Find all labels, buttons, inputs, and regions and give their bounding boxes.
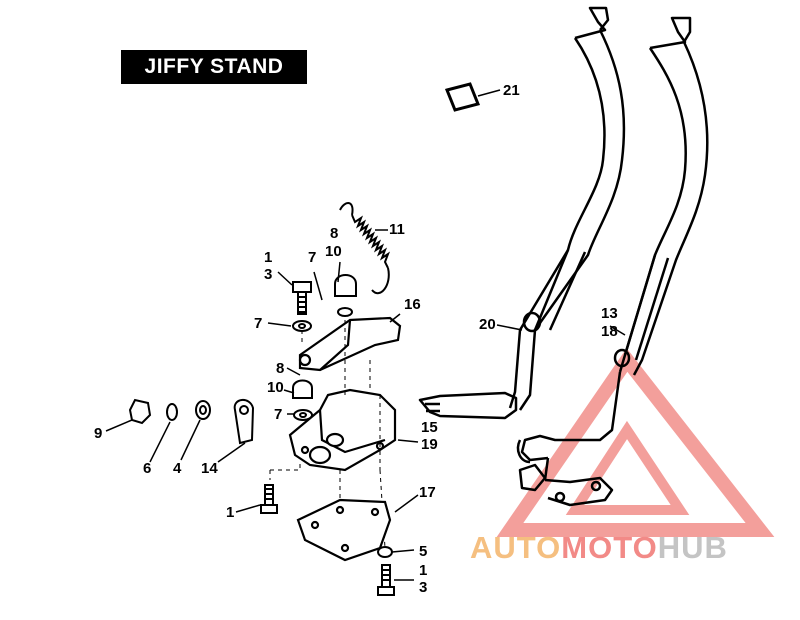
washer-part-4 (195, 400, 211, 420)
label-part-13: 13 (601, 305, 618, 322)
part-labels: 21 11 8 10 1 3 7 7 16 20 13 18 8 10 7 9 … (94, 82, 618, 596)
label-part-7-mid: 7 (274, 406, 282, 423)
label-part-6: 6 (143, 460, 151, 477)
label-part-1-lower: 1 (226, 504, 234, 521)
label-part-10-mid: 10 (267, 379, 284, 396)
label-part-17: 17 (419, 484, 436, 501)
leader-lines (105, 89, 626, 581)
stand-arm-20 (418, 6, 626, 420)
label-part-16: 16 (404, 296, 421, 313)
label-part-8-top: 8 (330, 225, 338, 242)
label-part-8-mid: 8 (276, 360, 284, 377)
plate-part-17 (296, 498, 392, 562)
label-part-19: 19 (421, 436, 438, 453)
spring-part-11 (339, 202, 391, 295)
washer-part-7-upper (292, 320, 312, 332)
lockwasher-part-6 (166, 403, 178, 421)
bolt-part-1-3-top (292, 281, 312, 315)
housing-part-15-19 (288, 388, 397, 472)
acorn-nut-part-8-10-top (334, 274, 357, 317)
label-part-20: 20 (479, 316, 496, 333)
label-part-15: 15 (421, 419, 438, 436)
label-part-11: 11 (389, 221, 405, 238)
washer-part-7-lower (293, 409, 313, 421)
bolt-part-1-3-bottom (377, 564, 395, 596)
nut-part-9 (128, 398, 152, 425)
label-part-21: 21 (503, 82, 520, 99)
label-part-3-top: 3 (264, 266, 272, 283)
bolt-part-1-lower (260, 484, 278, 514)
label-part-5: 5 (419, 543, 427, 560)
label-part-10-top: 10 (325, 243, 342, 260)
label-part-18: 18 (601, 323, 618, 340)
acorn-nut-part-8-10-mid (292, 379, 313, 399)
label-part-1-top: 1 (264, 249, 272, 266)
label-part-4: 4 (173, 460, 182, 477)
label-part-14: 14 (201, 460, 218, 477)
label-part-9: 9 (94, 425, 102, 442)
watermark-text: AUTOMOTOHUB (470, 530, 728, 565)
label-part-1-bottom: 1 (419, 562, 427, 579)
diagram-title: JIFFY STAND (121, 50, 307, 84)
stand-arm-13-18 (516, 16, 709, 507)
watermark-logo (496, 348, 775, 537)
nut-part-5 (377, 546, 393, 558)
pad-part-21 (444, 82, 481, 112)
label-part-7-top: 7 (308, 249, 316, 266)
bracket-part-16 (298, 316, 402, 372)
label-part-7-left: 7 (254, 315, 262, 332)
label-part-3-bottom: 3 (419, 579, 427, 596)
rod-end-part-14 (233, 399, 255, 445)
